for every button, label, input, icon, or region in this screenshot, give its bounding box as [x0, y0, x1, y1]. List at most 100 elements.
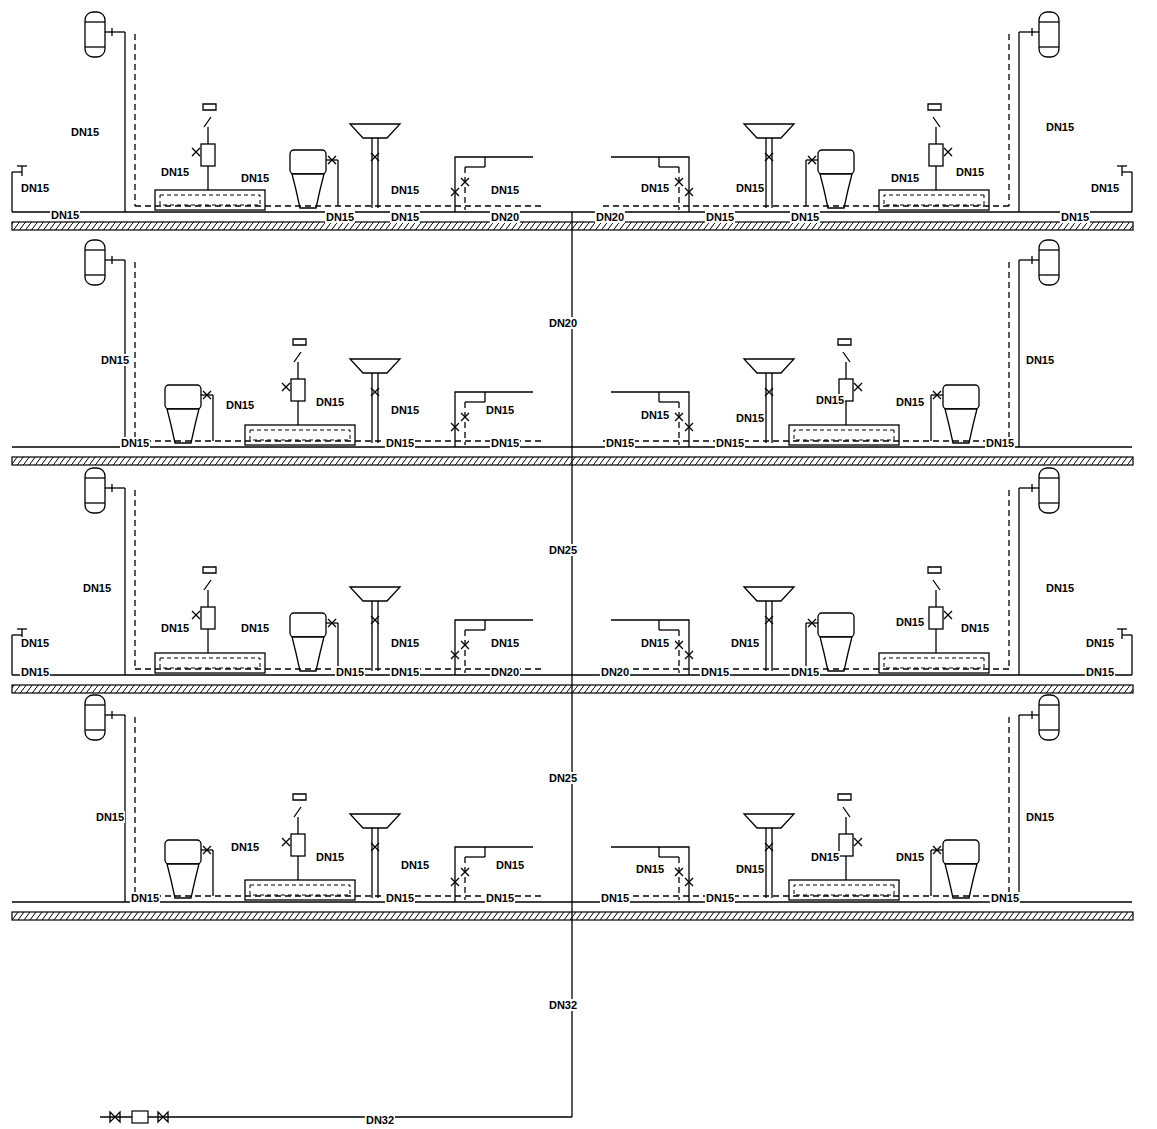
bathtub-inner	[794, 885, 894, 895]
heater-band	[85, 477, 105, 478]
basin-pedestal	[765, 601, 766, 671]
pipe	[212, 850, 213, 896]
pipe-size-label: DN15	[490, 184, 520, 196]
toilet-bowl	[945, 864, 977, 898]
wash-basin	[744, 359, 794, 373]
bibcock	[17, 165, 27, 166]
hot-water-pipe	[134, 490, 135, 669]
bathtub-inner	[160, 195, 260, 205]
valve-symbol	[328, 156, 336, 164]
hot-water-pipe	[134, 262, 135, 441]
basin-pedestal	[377, 601, 378, 671]
pipe	[105, 259, 125, 260]
toilet-bowl	[820, 637, 852, 671]
valve-symbol	[765, 153, 773, 161]
sink-faucet	[659, 401, 679, 402]
heater-band	[85, 502, 105, 503]
shower-arm	[843, 352, 850, 362]
pipe-size-label: DN15	[390, 637, 420, 649]
shower-head	[203, 104, 216, 110]
bathtub-inner	[250, 885, 350, 895]
pipe-size-label: DN15	[955, 166, 985, 178]
pipe-size-label: DN15	[160, 622, 190, 634]
pipe	[212, 395, 213, 441]
valve-symbol	[675, 178, 683, 186]
heater-band	[85, 729, 105, 730]
hot-water-pipe	[135, 440, 545, 441]
water-heater	[1039, 12, 1059, 57]
basin-pedestal	[377, 138, 378, 208]
valve-symbol	[1031, 28, 1032, 36]
shower-arm	[933, 580, 940, 590]
pipe	[1019, 31, 1039, 32]
basin-pedestal	[765, 828, 766, 898]
pipe	[124, 488, 125, 675]
pipe-size-label: DN32	[365, 1114, 395, 1126]
bathtub	[879, 190, 989, 210]
hot-water-pipe	[1008, 34, 1009, 206]
valve-symbol	[685, 188, 693, 196]
hot-water-pipe	[134, 34, 135, 206]
shower-head	[838, 339, 851, 345]
sink-faucet	[465, 401, 485, 402]
pipe-size-label: DN15	[640, 409, 670, 421]
pipe-size-label: DN15	[495, 859, 525, 871]
pipe	[1131, 172, 1132, 212]
heater-band	[85, 249, 105, 250]
bathtub	[879, 653, 989, 673]
hot-water-pipe	[464, 857, 465, 900]
bathtub	[789, 425, 899, 445]
shower-arm	[843, 807, 850, 817]
bathtub-inner	[884, 658, 984, 668]
heater-band	[1039, 46, 1059, 47]
heater-band	[1039, 704, 1059, 705]
sink-faucet	[465, 166, 485, 167]
pipe-size-label: DN15	[82, 582, 112, 594]
bathtub-inner	[250, 430, 350, 440]
valve-symbol	[371, 153, 379, 161]
valve-symbol	[461, 868, 469, 876]
pipe-size-label: DN15	[1025, 811, 1055, 823]
valve-symbol	[192, 611, 200, 619]
bathtub	[155, 653, 265, 673]
pipe	[124, 715, 125, 902]
pipe-size-label: DN15	[130, 892, 160, 904]
water-meter	[132, 1111, 148, 1123]
pipe-size-label: DN15	[640, 182, 670, 194]
heater-band	[1039, 477, 1059, 478]
pipe-size-label: DN15	[325, 211, 355, 223]
pipe-size-label: DN15	[225, 399, 255, 411]
valve-symbol	[765, 616, 773, 624]
valve-symbol	[685, 651, 693, 659]
sink-faucet	[465, 856, 485, 857]
pipe-size-label: DN15	[790, 211, 820, 223]
pipe-size-label: DN15	[20, 182, 50, 194]
hot-water-pipe	[599, 440, 1009, 441]
pipe-size-label: DN15	[1045, 582, 1075, 594]
basin-pedestal	[371, 601, 372, 671]
pipe-size-label: DN15	[485, 892, 515, 904]
pipe-size-label: DN15	[1090, 182, 1120, 194]
sink-faucet	[658, 157, 659, 167]
pipe-size-label: DN15	[70, 126, 100, 138]
pipe-size-label: DN32	[548, 999, 578, 1011]
wash-basin	[744, 587, 794, 601]
hot-water-pipe	[678, 630, 679, 673]
bibcock	[1121, 629, 1122, 639]
service-pipe	[100, 1116, 572, 1117]
toilet-tank	[943, 840, 979, 864]
basin-pedestal	[371, 373, 372, 443]
toilet-tank	[818, 150, 854, 174]
pipe	[1018, 260, 1019, 447]
shower-arm	[204, 580, 211, 590]
heater-band	[1039, 729, 1059, 730]
gate-valve	[158, 1112, 168, 1122]
hot-water-pipe	[599, 205, 1009, 206]
basin-pedestal	[771, 601, 772, 671]
toilet-bowl	[292, 174, 324, 208]
pipe-size-label: DN15	[735, 863, 765, 875]
toilet-bowl	[945, 409, 977, 443]
pipe	[1018, 32, 1019, 212]
water-heater	[85, 468, 105, 513]
sink-faucet	[659, 166, 679, 167]
